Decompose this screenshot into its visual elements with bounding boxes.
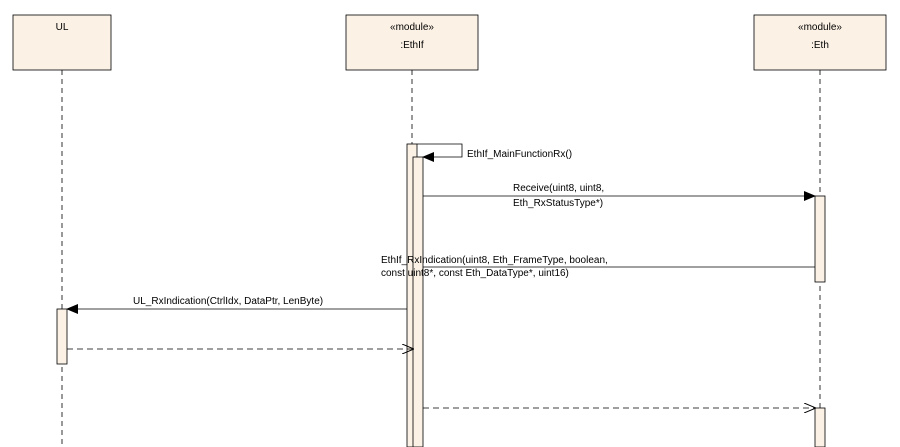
lifeline-ethif-box: [345, 14, 479, 71]
message-receive-label-2: Eth_RxStatusType*): [513, 198, 603, 209]
lifeline-eth-name: :Eth: [811, 40, 829, 51]
activation-ethif-inner: [412, 156, 424, 447]
message-self-call-label: EthIf_MainFunctionRx(): [467, 149, 572, 160]
activation-ul: [56, 308, 68, 365]
message-ethif-mainfunctionrx: EthIf_MainFunctionRx(): [417, 143, 572, 162]
lifeline-ul: UL: [12, 14, 112, 447]
activation-eth-2: [814, 407, 826, 447]
message-ul-rxindication: UL_RxIndication(CtrlIdx, DataPtr, LenByt…: [66, 296, 407, 314]
lifeline-eth-stereotype: «module»: [798, 22, 842, 33]
message-ethif-rxindication: EthIf_RxIndication(uint8, Eth_FrameType,…: [381, 255, 815, 279]
message-rxind-label-2: const uint8*, const Eth_DataType*, uint1…: [381, 268, 569, 279]
lifeline-ethif: «module» :EthIf: [345, 14, 479, 447]
lifeline-ethif-stereotype: «module»: [390, 22, 434, 33]
message-receive: Receive(uint8, uint8, Eth_RxStatusType*): [423, 183, 816, 209]
message-receive-label-1: Receive(uint8, uint8,: [513, 183, 604, 194]
lifeline-eth: «module» :Eth: [753, 14, 887, 447]
message-self-call-arrow: [417, 143, 463, 162]
lifeline-ethif-name: :EthIf: [400, 40, 424, 51]
activation-eth-1: [814, 195, 826, 283]
message-rxind-label-1: EthIf_RxIndication(uint8, Eth_FrameType,…: [381, 255, 608, 266]
lifeline-ul-box: [12, 14, 112, 71]
message-ul-rxind-label: UL_RxIndication(CtrlIdx, DataPtr, LenByt…: [133, 296, 323, 307]
lifeline-ul-name: UL: [56, 22, 69, 33]
